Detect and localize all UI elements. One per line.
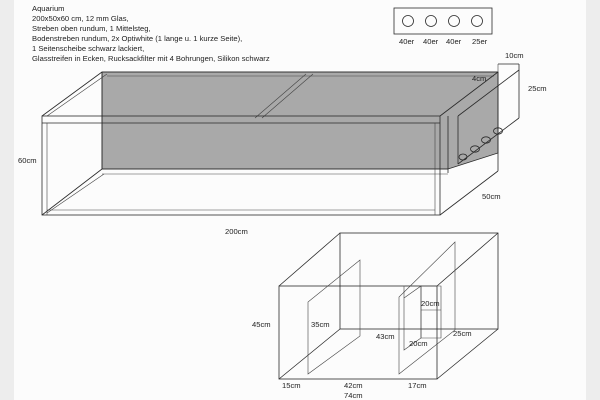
dim-chamber-b: 42cm bbox=[344, 381, 363, 390]
dim-inner-bottom: 20cm bbox=[409, 339, 428, 348]
inner-chamber-side bbox=[420, 285, 442, 339]
front-pane bbox=[41, 115, 441, 216]
bottom-left-edge bbox=[41, 168, 103, 216]
filter-top-inner bbox=[457, 69, 520, 117]
divider-43 bbox=[398, 241, 456, 375]
description-block: Aquarium 200x50x60 cm, 12 mm Glas, Streb… bbox=[32, 4, 270, 63]
dim-filter-depth: 25cm bbox=[453, 329, 472, 338]
bottom-left-strut bbox=[46, 173, 105, 214]
filter-hole-icon bbox=[493, 127, 503, 135]
filter-depth-edge bbox=[436, 328, 499, 380]
dim-inner-strip: 4cm bbox=[472, 74, 486, 83]
filter-bottom-edge bbox=[457, 117, 520, 165]
dim-inner-height: 43cm bbox=[376, 332, 395, 341]
hole-40-icon bbox=[402, 15, 414, 27]
dim-total-length: 74cm bbox=[344, 391, 363, 400]
back-panel bbox=[101, 71, 499, 170]
filter-front-face bbox=[278, 285, 438, 380]
dim-depth: 50cm bbox=[482, 192, 501, 201]
dim-inner-top: 20cm bbox=[421, 299, 440, 308]
hole-label: 25er bbox=[472, 37, 488, 46]
top-right-edge bbox=[439, 71, 499, 117]
dim-chamber-c: 17cm bbox=[408, 381, 427, 390]
middle-brace bbox=[261, 73, 314, 119]
aquarium-drawing: 10cm 25cm 4cm 60cm 50cm 200cm bbox=[18, 51, 547, 236]
description-line: Aquarium bbox=[32, 4, 65, 13]
description-line: Streben oben rundum, 1 Mittelsteg, bbox=[32, 24, 151, 33]
divider-35 bbox=[307, 259, 361, 375]
right-margin bbox=[586, 0, 600, 400]
hole-40-icon bbox=[448, 15, 460, 27]
left-margin bbox=[0, 0, 14, 400]
dim-height: 60cm bbox=[18, 156, 37, 165]
middle-brace bbox=[254, 73, 307, 119]
filter-hole-icon bbox=[458, 153, 468, 161]
filter-depth-edge bbox=[278, 232, 341, 287]
description-line: 1 Seitenscheibe schwarz lackiert, bbox=[32, 44, 144, 53]
filter-hole-icon bbox=[481, 136, 491, 144]
hole-label: 40er bbox=[423, 37, 439, 46]
filter-hole-icon bbox=[470, 145, 480, 153]
hole-plate-outline bbox=[393, 7, 493, 35]
filter-detail-drawing: 45cm 35cm 43cm 20cm 20cm 25cm 15cm 42cm … bbox=[252, 232, 499, 400]
description-line: 200x50x60 cm, 12 mm Glas, bbox=[32, 14, 129, 23]
filter-back-face bbox=[339, 232, 499, 330]
dim-filter-height: 25cm bbox=[528, 84, 547, 93]
dim-chamber-a: 15cm bbox=[282, 381, 301, 390]
top-left-edge bbox=[41, 71, 103, 117]
description-line: Bodenstreben rundum, 2x Optiwhite (1 lan… bbox=[32, 34, 242, 43]
bottom-right-edge bbox=[439, 170, 499, 216]
description-line: Glasstreifen in Ecken, Rucksackfilter mi… bbox=[32, 54, 270, 63]
hole-25-icon bbox=[471, 15, 483, 27]
hole-40-icon bbox=[425, 15, 437, 27]
hole-plate: 40er 40er 40er 25er bbox=[393, 7, 493, 46]
hole-label: 40er bbox=[399, 37, 415, 46]
filter-depth-edge bbox=[436, 232, 499, 287]
dim-filter-height: 45cm bbox=[252, 320, 271, 329]
hole-label: 40er bbox=[446, 37, 462, 46]
dim-filter-depth: 10cm bbox=[505, 51, 524, 60]
top-left-edge-inner bbox=[46, 73, 108, 117]
dim-chamber-height: 35cm bbox=[311, 320, 330, 329]
filter-depth-edge bbox=[278, 328, 341, 380]
dim-width: 200cm bbox=[225, 227, 248, 236]
